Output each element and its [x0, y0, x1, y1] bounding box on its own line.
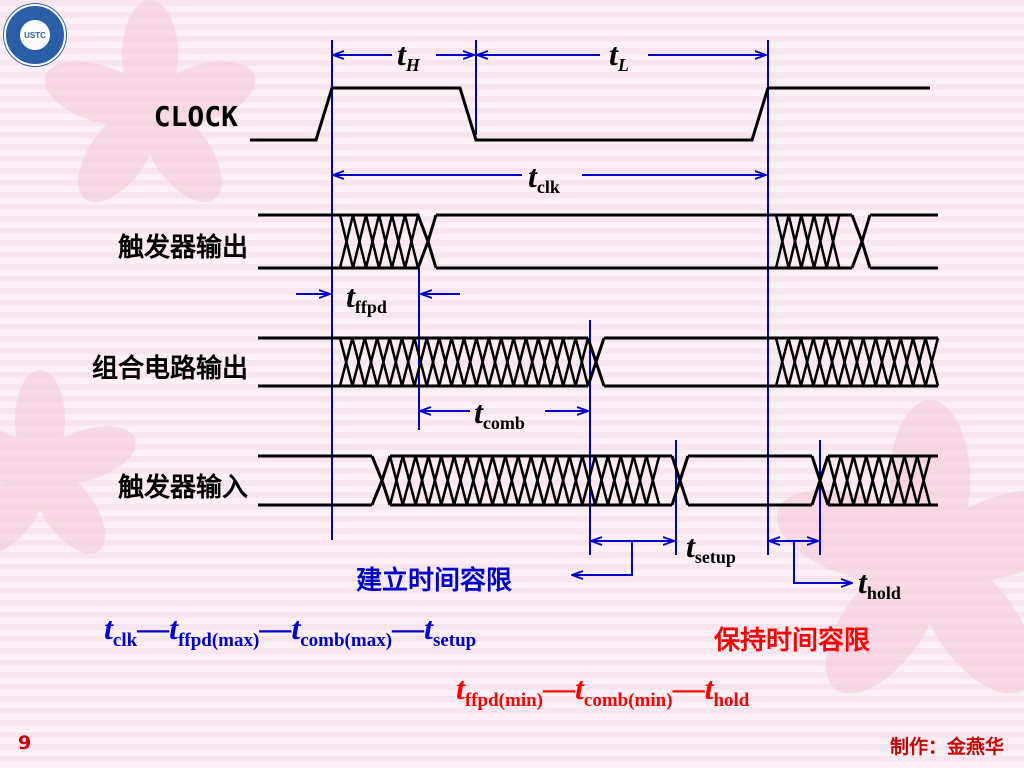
ff-output-hatch-region-2: [774, 214, 841, 269]
arrow-hold-callout: [793, 541, 852, 583]
signal-label-comb-output: 组合电路输出: [91, 354, 248, 384]
ff-input-waveform: [258, 454, 938, 507]
comb-output-hatch-region-1: [338, 337, 590, 387]
author-credit: 制作：金燕华: [889, 736, 1004, 758]
setup-margin-label: 建立时间容限: [356, 566, 513, 596]
signal-label-ff-input: 触发器输入: [117, 473, 248, 503]
university-logo: USTC: [4, 4, 66, 66]
comb-output-hatch-region-2: [774, 337, 940, 387]
signal-label-clock: CLOCK: [153, 100, 238, 133]
clock-waveform: [250, 86, 930, 142]
ff-input-hatch-region-2: [826, 455, 932, 506]
label-tH: tH: [397, 36, 420, 75]
label-tsetup: tsetup: [686, 528, 736, 567]
signal-label-ff-output: 触发器输出: [117, 233, 248, 263]
label-tcomb: tcomb: [474, 394, 525, 433]
page-number: 9: [18, 732, 32, 754]
logo-text: USTC: [20, 20, 50, 50]
label-tffpd: tffpd: [346, 278, 387, 317]
setup-formula: tclk—tffpd(max)—tcomb(max)—tsetup: [104, 610, 477, 651]
label-thold: thold: [858, 564, 901, 603]
hold-formula: tffpd(min)—tcomb(min)—thold: [456, 670, 750, 711]
label-tclk: tclk: [528, 158, 560, 197]
unknown-state-hatching: [338, 214, 940, 506]
ff-input-hatch-region-1: [388, 455, 661, 506]
arrow-setup-callout: [572, 541, 633, 575]
label-tL: tL: [609, 36, 629, 75]
ff-output-hatch-region-1: [338, 214, 420, 269]
hold-margin-label: 保持时间容限: [714, 626, 871, 656]
